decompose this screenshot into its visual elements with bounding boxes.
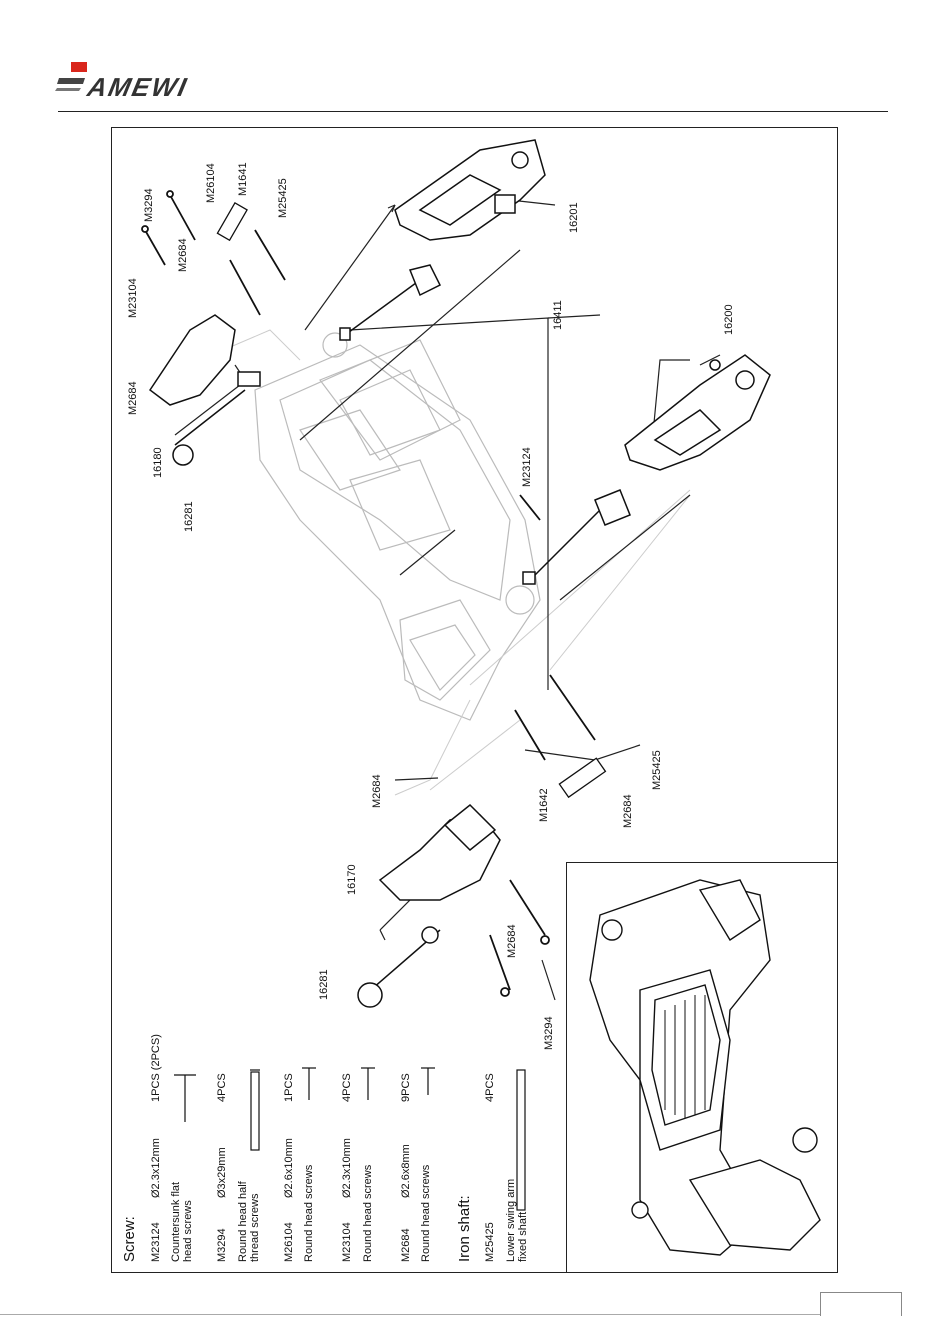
assembled-view-inset (566, 862, 838, 1273)
legend-shaft-title: Iron shaft: (456, 1195, 473, 1262)
label-m23104: M23104 (127, 278, 139, 318)
front-upper-arm-16201 (394, 139, 546, 241)
legend-size-m23104: Ø2.3x10mm (341, 1138, 353, 1198)
label-16281-front: 16281 (183, 501, 195, 532)
label-m1642: M1642 (538, 788, 550, 822)
legend-code-m2684: M2684 (400, 1228, 412, 1262)
legend-screw-drawings (174, 1067, 526, 1211)
legend-desc1-m23124: Countersunk flat (170, 1181, 182, 1262)
legend-desc2-m3294: thread screws (249, 1193, 261, 1262)
legend-desc1-m3294: Round head half (237, 1181, 249, 1262)
legend-size-m3294: Ø3x29mm (216, 1147, 228, 1198)
label-m2684-bracket: M2684 (622, 794, 634, 828)
label-m25425-top: M25425 (277, 178, 289, 218)
label-m3294-top: M3294 (143, 188, 155, 222)
legend-qty-m23124: 1PCS (2PCS) (150, 1034, 162, 1102)
label-m2684-rear-top: M2684 (371, 774, 383, 808)
shafts-and-screws (141, 190, 596, 997)
legend-desc1-m2684: Round head screws (420, 1164, 432, 1262)
rear-arm-16200 (624, 354, 771, 471)
legend-qty-m26104: 1PCS (283, 1073, 295, 1102)
label-m2684-top: M2684 (177, 238, 189, 272)
legend-desc2-m23124: head screws (182, 1200, 194, 1262)
footer-rule (0, 1314, 820, 1315)
label-m23124: M23124 (521, 447, 533, 487)
page-number-tab (820, 1292, 902, 1316)
legend-size-m2684: Ø2.6x8mm (400, 1144, 412, 1198)
leader-lines (174, 199, 721, 1001)
label-16180: 16180 (152, 447, 164, 478)
legend-qty-m2684: 9PCS (400, 1073, 412, 1102)
legend-code-m25425: M25425 (484, 1222, 496, 1262)
driveshaft-upper-16411 (339, 264, 442, 341)
label-16201: 16201 (568, 202, 580, 233)
legend-qty-m3294: 4PCS (216, 1073, 228, 1102)
assembled-car-drawing (589, 879, 821, 1256)
legend-qty-m25425: 4PCS (484, 1073, 496, 1102)
assembly-guide-lines (199, 329, 691, 796)
label-16411: 16411 (552, 300, 564, 330)
bracket-m1641-m1642 (216, 202, 607, 799)
gearbox-chassis-ghost (254, 332, 541, 721)
legend-desc1-m26104: Round head screws (303, 1164, 315, 1262)
legend-desc1-m25425: Lower swing arm (505, 1178, 517, 1262)
label-16200: 16200 (723, 304, 735, 335)
assembly-diagram-frame (111, 127, 838, 1273)
label-m3294-bottom: M3294 (543, 1016, 555, 1050)
legend-code-m3294: M3294 (216, 1228, 228, 1262)
legend-size-m26104: Ø2.6x10mm (283, 1138, 295, 1198)
label-16281-rear: 16281 (318, 969, 330, 1000)
legend-desc1-m23104: Round head screws (362, 1164, 374, 1262)
legend-code-m23104: M23104 (341, 1222, 353, 1262)
assembled-car-details (664, 995, 706, 1118)
label-m1641: M1641 (237, 162, 249, 196)
label-m2684-left: M2684 (127, 381, 139, 415)
rear-mount-16170 (357, 803, 501, 1008)
driveshaft-lower-16411 (522, 489, 631, 585)
brand-logo-mark (55, 62, 87, 91)
legend-qty-m23104: 4PCS (341, 1073, 353, 1102)
legend-code-m26104: M26104 (283, 1222, 295, 1262)
label-m26104: M26104 (205, 163, 217, 203)
front-mount-16180 (148, 314, 261, 466)
legend-size-m23124: Ø2.3x12mm (150, 1138, 162, 1198)
legend-desc2-m25425: fixed shaft (517, 1211, 529, 1262)
label-16170: 16170 (346, 864, 358, 895)
header-rule (58, 111, 888, 112)
legend-code-m23124: M23124 (150, 1222, 162, 1262)
label-m2684-rear-bottom: M2684 (506, 924, 518, 958)
legend-screw-title: Screw: (121, 1216, 138, 1262)
label-m25425-bottom: M25425 (651, 750, 663, 790)
